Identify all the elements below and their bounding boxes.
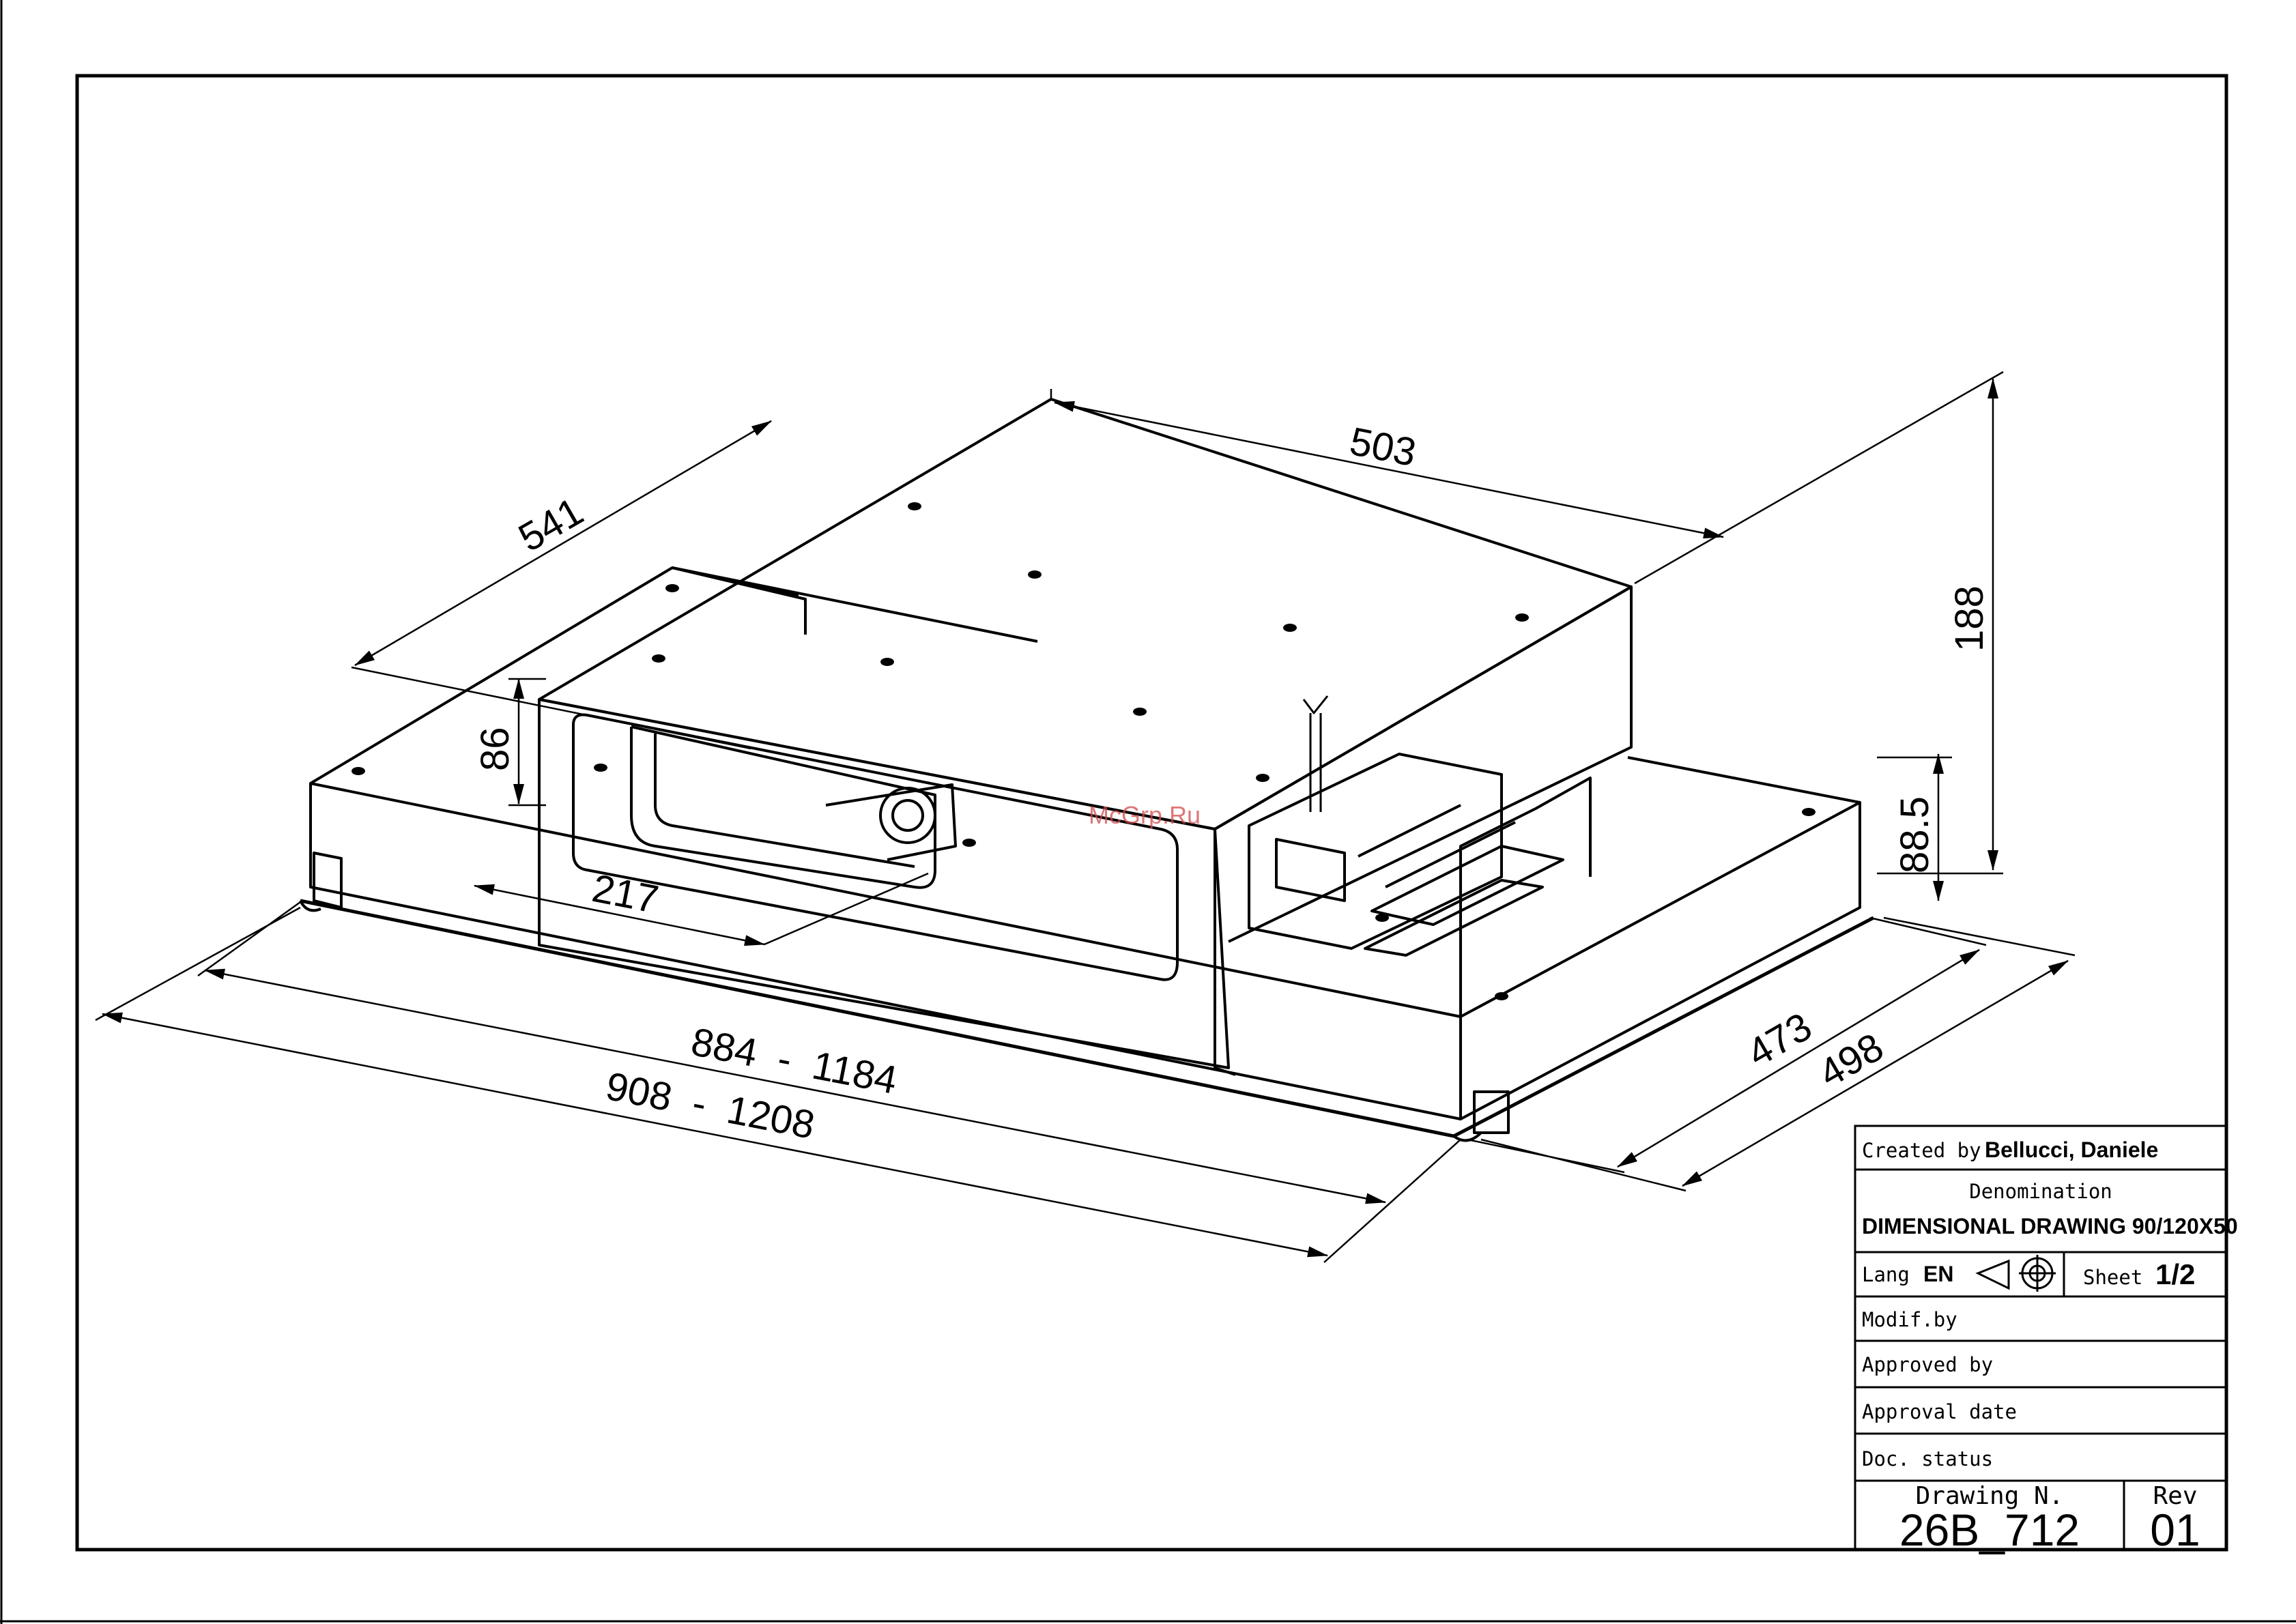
electrical-box [1249,754,1502,948]
drawing-n-value: 26B_712 [1899,1505,2080,1555]
denomination-value: DIMENSIONAL DRAWING 90/120X50 [1862,1214,2238,1238]
watermark: McGrp.Ru [1089,801,1201,829]
dim-541: 541 [511,489,590,561]
created-by-value: Bellucci, Daniele [1985,1137,2158,1162]
canopy-bottom-lip [300,901,1874,1136]
rev-value: 01 [2150,1505,2200,1555]
dim-473: 473 [1740,1004,1819,1076]
lang-value: EN [1923,1262,1953,1286]
power-cable [1310,713,1321,812]
screw-holes [351,502,1816,1000]
sheet-value: 1/2 [2155,1258,2195,1290]
doc-status-label: Doc. status [1862,1447,1993,1470]
projection-symbol-icon [1978,1255,2056,1292]
lang-label: Lang [1862,1263,1910,1286]
modif-by-label: Modif.by [1862,1308,1957,1331]
denomination-label: Denomination [1969,1180,2112,1203]
approval-date-label: Approval date [1862,1400,2017,1423]
box-top-face [539,399,1631,829]
canopy-top-left [311,568,1037,783]
dim-188: 188 [1947,585,1992,652]
title-block: Created by Bellucci, Daniele Denominatio… [1855,1126,2238,1555]
sheet-label: Sheet [2083,1266,2142,1289]
dim-86: 86 [473,727,517,771]
dim-217: 217 [589,866,662,922]
dim-88-5: 88.5 [1893,796,1937,873]
dim-503: 503 [1347,419,1420,475]
dim-498: 498 [1811,1025,1891,1097]
approved-by-label: Approved by [1862,1353,1993,1376]
created-by-label: Created by [1862,1139,1981,1162]
canopy-top-right [1628,757,1860,802]
